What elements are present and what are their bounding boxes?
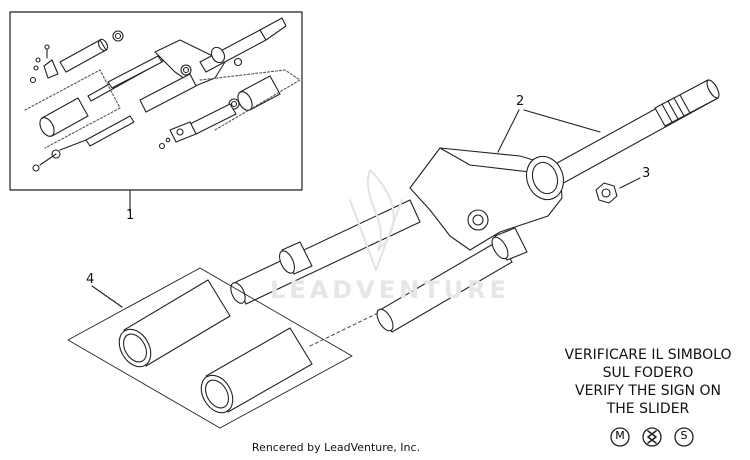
note-line-3: VERIFY THE SIGN ON [575,383,721,399]
note-line-4: THE SLIDER [606,401,690,417]
kit-slider-right [158,75,281,150]
kit-stanchion-right [32,73,197,172]
note-line-1: VERIFICARE IL SIMBOLO [564,347,732,363]
slider-symbols [610,427,694,447]
fork-assembly-item-2 [230,79,720,333]
watermark-logo [349,169,403,271]
symbol-s: S [680,429,688,442]
nut-item-3 [595,177,641,204]
kit-box-item-1 [9,11,303,213]
callout-4: 4 [86,272,95,287]
callout-3: 3 [642,166,651,181]
footer-text: Rencered by LeadVenture, Inc. [251,441,421,454]
footer-credit: Rencered by LeadVenture, Inc. [0,441,750,454]
watermark-text: LEADVENTURE [270,276,510,304]
cross-symbol-icon [647,430,657,444]
note-line-2: SUL FODERO [602,365,694,381]
callout-2: 2 [516,94,525,109]
kit-rod [87,55,164,102]
kit-upper-tube [29,30,124,84]
symbol-m: M [615,429,625,442]
sliders-item-4 [67,267,381,429]
kit-triple-clamp [154,17,287,87]
kit-slider-left [39,97,89,137]
callout-1: 1 [126,208,135,223]
slider-sign-note: VERIFICARE IL SIMBOLO SUL FODERO VERIFY … [548,346,748,418]
